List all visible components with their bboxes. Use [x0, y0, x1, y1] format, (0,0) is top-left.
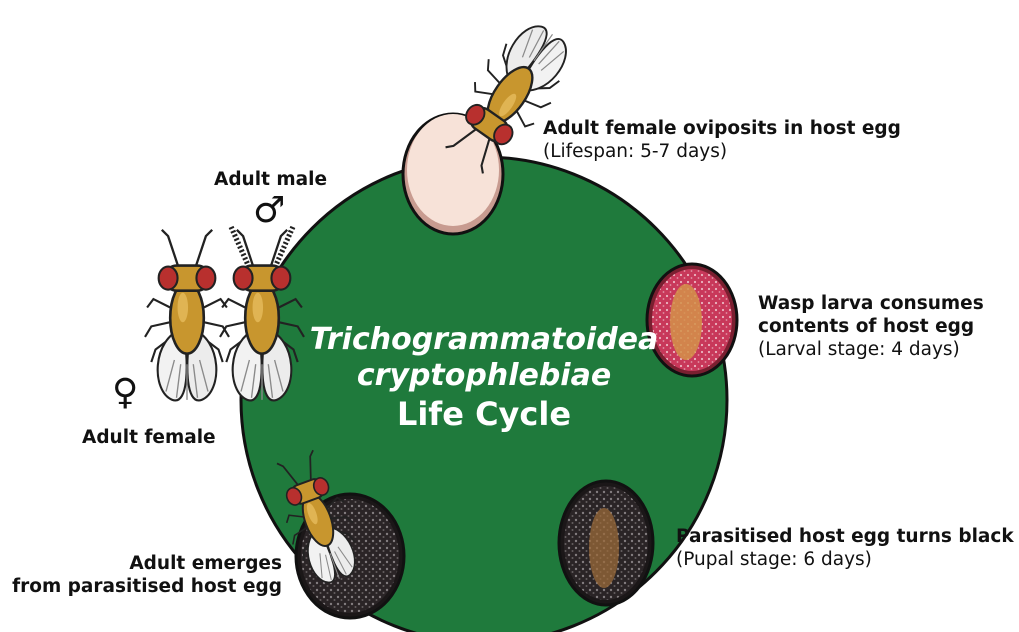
stage-larva-title-line1: Wasp larva consumes: [758, 292, 984, 315]
adult-male-label: Adult male: [214, 168, 327, 191]
stage-pupa-detail: (Pupal stage: 6 days): [676, 548, 1014, 571]
life-cycle-subtitle: Life Cycle: [262, 394, 706, 434]
pupa-shape: [589, 508, 619, 588]
stage-oviposit-title: Adult female oviposits in host egg: [543, 117, 901, 140]
species-name-line2: cryptophlebiae: [262, 358, 706, 394]
stage-emerge-label: Adult emerges from parasitised host egg: [0, 552, 282, 598]
adult-female-label: Adult female: [82, 426, 216, 449]
male-symbol-icon: ♂: [253, 190, 285, 231]
stage-larva-title-line2: contents of host egg: [758, 315, 984, 338]
stage-larva-label: Wasp larva consumes contents of host egg…: [758, 292, 984, 361]
stage-emerge-title-line2: from parasitised host egg: [0, 575, 282, 598]
adult-female-wasp-illustration: [145, 230, 229, 401]
female-symbol-icon: ♀: [112, 372, 138, 413]
species-name-line1: Trichogrammatoidea: [262, 322, 706, 358]
stage-pupa-label: Parasitised host egg turns black (Pupal …: [676, 525, 1014, 571]
host-egg-pupa: [559, 481, 653, 605]
stage-larva-detail: (Larval stage: 4 days): [758, 338, 984, 361]
diagram-title: Trichogrammatoidea cryptophlebiae Life C…: [262, 322, 706, 434]
stage-emerge-title-line1: Adult emerges: [0, 552, 282, 575]
stage-pupa-title: Parasitised host egg turns black: [676, 525, 1014, 548]
stage-oviposit-detail: (Lifespan: 5-7 days): [543, 140, 901, 163]
stage-oviposit-label: Adult female oviposits in host egg (Life…: [543, 117, 901, 163]
